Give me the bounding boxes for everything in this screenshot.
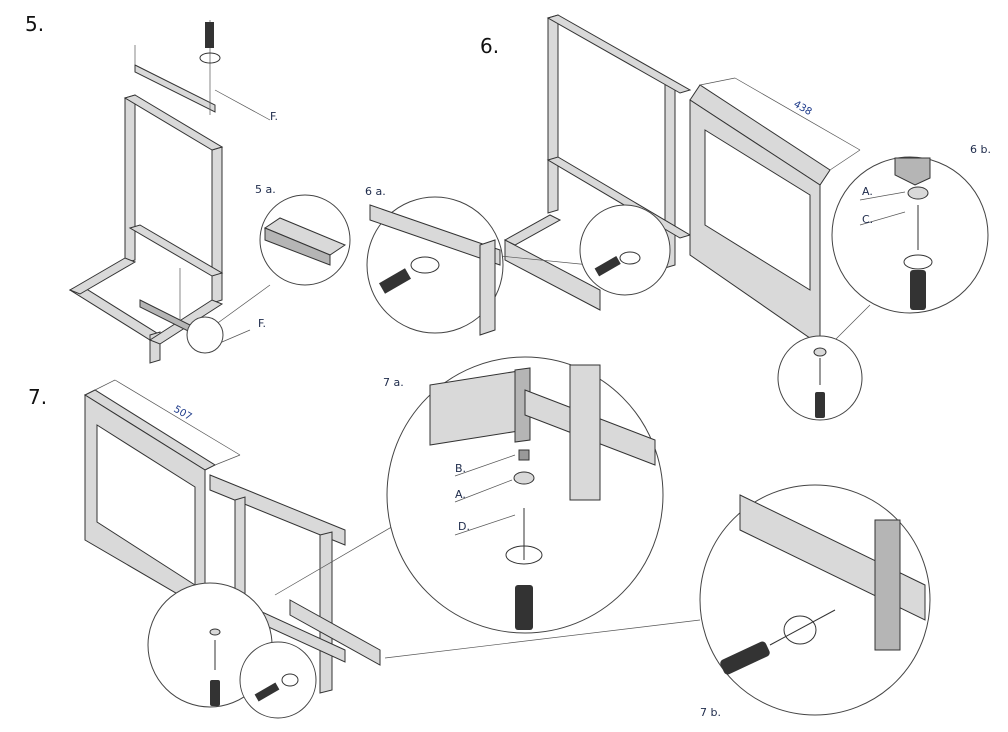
step5-frame	[68, 20, 271, 364]
detail-6a-label: 6 a.	[365, 185, 386, 198]
detail-7a-label: 7 a.	[383, 376, 404, 389]
detail-5a-label: 5 a.	[255, 183, 276, 196]
detail-7a-callout	[386, 356, 664, 634]
part-d-label-7a: D.	[458, 520, 470, 533]
step-6-number: 6.	[480, 34, 500, 58]
part-a-label-7a: A.	[455, 488, 466, 501]
detail-7b-callout	[699, 484, 931, 716]
part-c-label-6b: C.	[862, 213, 874, 226]
detail-7-small-callouts	[147, 582, 317, 719]
detail-6b-label: 6 b.	[970, 143, 991, 156]
part-f-label-bottom: F.	[258, 317, 267, 330]
step-7-number: 7.	[28, 385, 48, 409]
detail-5a-callout	[186, 194, 351, 354]
part-b-label-7a: B.	[455, 462, 467, 475]
step6-frame	[489, 14, 861, 346]
detail-6b-callout	[777, 156, 989, 421]
detail-7b-label: 7 b.	[700, 706, 721, 719]
step-5-number: 5.	[25, 12, 45, 36]
detail-6a-callout	[366, 196, 671, 336]
part-a-label-6b: A.	[862, 185, 873, 198]
part-f-label-top: F.	[270, 110, 279, 123]
